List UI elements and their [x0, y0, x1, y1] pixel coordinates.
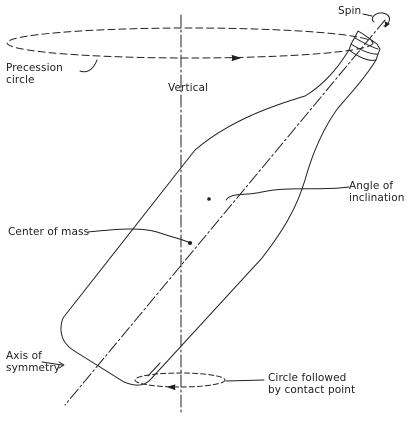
contact-arrow: [167, 384, 176, 390]
angle-leader-dot: [207, 197, 211, 201]
spin-arrowhead: [384, 21, 390, 28]
contact-leader: [225, 379, 265, 382]
axis-leader: [41, 361, 63, 366]
center-of-mass-label: Center of mass: [8, 226, 90, 238]
symmetry-axis-line: [64, 19, 386, 406]
center-of-mass-dot: [188, 241, 192, 245]
contact-circle: [134, 372, 226, 388]
bottle-neck-ring: [348, 49, 377, 61]
spin-arrow: [371, 12, 390, 27]
angle-of-inclination-label: Angle of inclination: [349, 180, 405, 204]
contact-point-circle-label: Circle followed by contact point: [268, 372, 356, 396]
center-of-mass-leader: [87, 228, 191, 244]
angle-leader: [225, 186, 350, 201]
bottle-bottom-highlight: [147, 362, 161, 377]
bottle-top-ring: [354, 37, 379, 50]
precession-arrow: [231, 55, 241, 61]
precession-circle-label: Precession circle: [6, 62, 63, 86]
bottle-outline: [60, 30, 381, 386]
vertical-label: Vertical: [168, 82, 209, 94]
axis-leader-arrow: [58, 361, 65, 369]
bottle-lip-ring: [350, 43, 379, 55]
spin-label: Spin: [338, 5, 362, 17]
precession-leader: [79, 59, 98, 73]
spin-leader: [362, 13, 373, 17]
axis-of-symmetry-label: Axis of symmetry: [6, 350, 61, 374]
precession-circle: [6, 27, 374, 59]
